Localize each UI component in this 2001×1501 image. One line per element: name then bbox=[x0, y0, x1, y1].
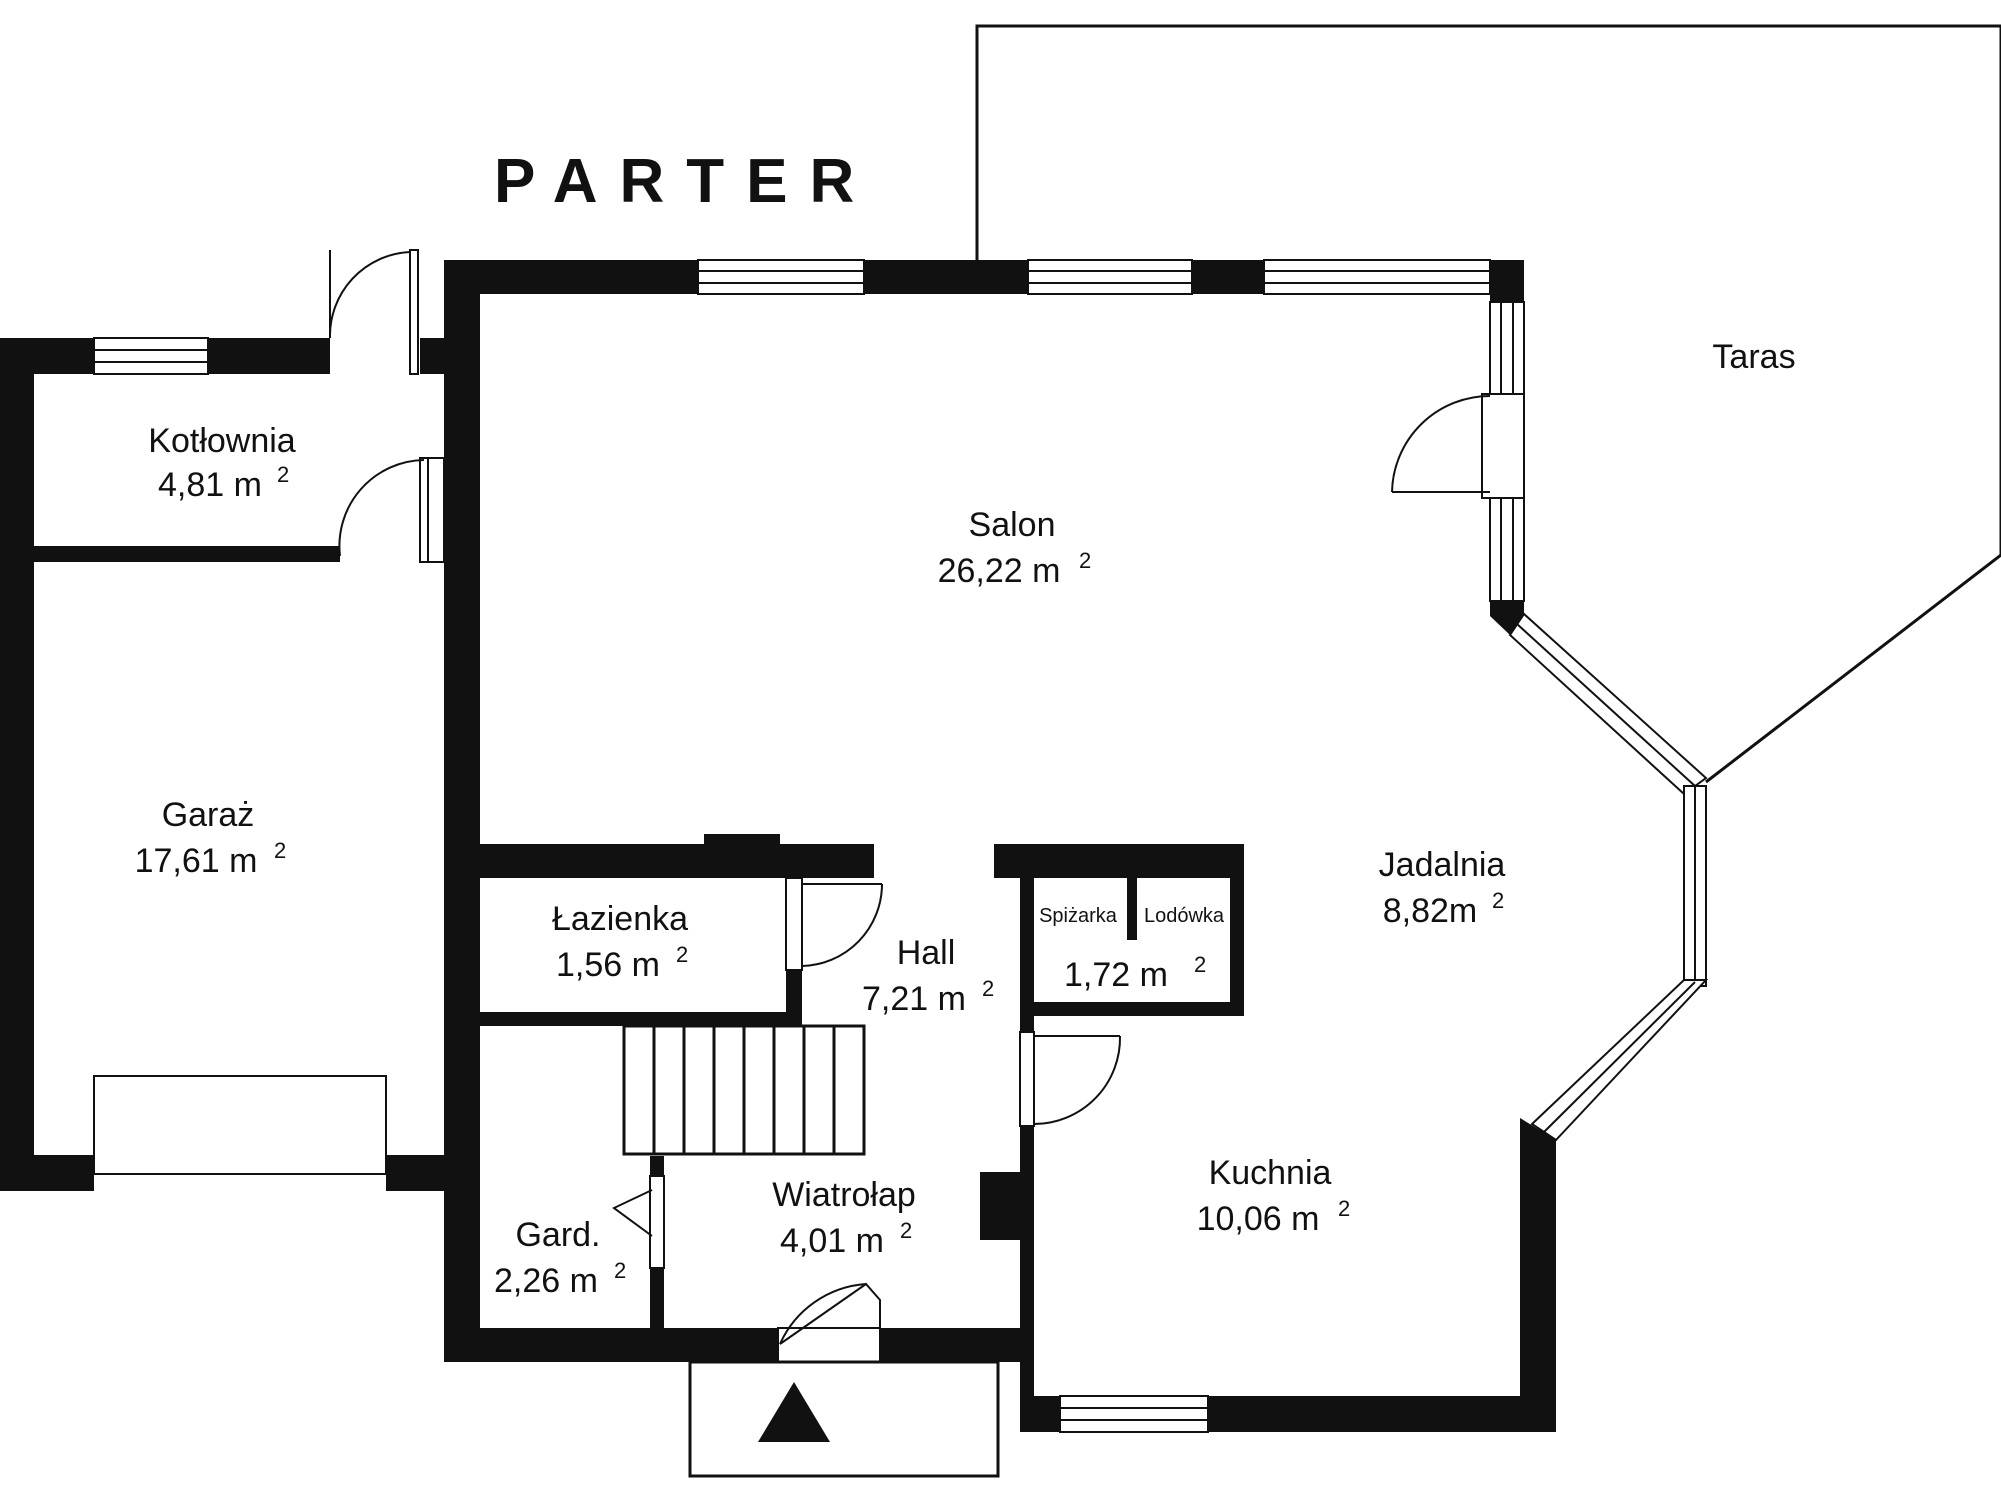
door-swing-icon bbox=[612, 1175, 665, 1269]
entrance-arrow-icon bbox=[758, 1382, 830, 1442]
room-name-hall: Hall bbox=[897, 934, 956, 972]
window-icon bbox=[1683, 785, 1707, 987]
walls bbox=[0, 260, 1556, 1432]
window-icon bbox=[1530, 979, 1709, 1142]
unit-sup: 2 bbox=[614, 1258, 626, 1283]
stairs-icon bbox=[622, 1024, 866, 1156]
room-name-lazienka: Łazienka bbox=[552, 900, 688, 938]
unit-sup: 2 bbox=[1194, 952, 1206, 977]
door-swing-icon bbox=[338, 457, 445, 563]
doors bbox=[328, 249, 1525, 1363]
room-name-gard: Gard. bbox=[515, 1216, 600, 1254]
room-area-spizarka: 1,72 m bbox=[1064, 956, 1168, 994]
room-area-hall: 7,21 m bbox=[862, 980, 966, 1018]
room-name-salon: Salon bbox=[969, 506, 1056, 544]
room-area-lazienka: 1,56 m bbox=[556, 946, 660, 984]
room-area-jadalnia: 8,82m bbox=[1383, 892, 1478, 930]
unit-sup: 2 bbox=[277, 462, 289, 487]
windows bbox=[93, 259, 1709, 1433]
door-swing-icon bbox=[328, 249, 419, 375]
window-icon bbox=[1059, 1395, 1209, 1433]
room-area-gard: 2,26 m bbox=[494, 1262, 598, 1300]
door-swing-icon bbox=[777, 1282, 881, 1363]
unit-sup: 2 bbox=[676, 942, 688, 967]
terrace-outline bbox=[975, 24, 2001, 784]
window-icon bbox=[1489, 301, 1525, 395]
room-name-garaz: Garaż bbox=[162, 796, 255, 834]
unit-sup: 2 bbox=[982, 976, 994, 1001]
room-name-kuchnia: Kuchnia bbox=[1209, 1154, 1332, 1192]
room-area-kotlownia: 4,81 m bbox=[158, 466, 262, 504]
door-swing-icon bbox=[1019, 1031, 1122, 1127]
unit-sup: 2 bbox=[274, 838, 286, 863]
unit-sup: 2 bbox=[1492, 888, 1504, 913]
room-name-wiatrolap: Wiatrołap bbox=[772, 1176, 916, 1214]
room-area-salon: 26,22 m bbox=[938, 552, 1061, 590]
room-name-kotlownia: Kotłownia bbox=[148, 422, 296, 460]
room-name-taras: Taras bbox=[1712, 338, 1795, 376]
room-name-lodowka: Lodówka bbox=[1144, 905, 1225, 927]
unit-sup: 2 bbox=[1338, 1196, 1350, 1221]
window-icon bbox=[1027, 259, 1193, 295]
door-swing-icon bbox=[785, 877, 883, 971]
entrance-porch bbox=[688, 1360, 1000, 1478]
room-name-spizarka: Spiżarka bbox=[1039, 905, 1118, 927]
room-labels: Kotłownia 4,81 m 2 Garaż 17,61 m 2 Salon… bbox=[135, 338, 1796, 1300]
plan-title: PARTER bbox=[494, 147, 876, 216]
door-swing-icon bbox=[1391, 393, 1525, 499]
window-icon bbox=[93, 337, 209, 375]
unit-sup: 2 bbox=[1079, 548, 1091, 573]
room-name-jadalnia: Jadalnia bbox=[1379, 846, 1506, 884]
window-icon bbox=[1508, 612, 1708, 796]
window-icon bbox=[1263, 259, 1491, 295]
room-area-kuchnia: 10,06 m bbox=[1197, 1200, 1320, 1238]
room-area-wiatrolap: 4,01 m bbox=[780, 1222, 884, 1260]
garage-door bbox=[93, 1075, 387, 1175]
unit-sup: 2 bbox=[900, 1218, 912, 1243]
room-area-garaz: 17,61 m bbox=[135, 842, 258, 880]
window-icon bbox=[1489, 497, 1525, 602]
window-icon bbox=[697, 259, 865, 295]
